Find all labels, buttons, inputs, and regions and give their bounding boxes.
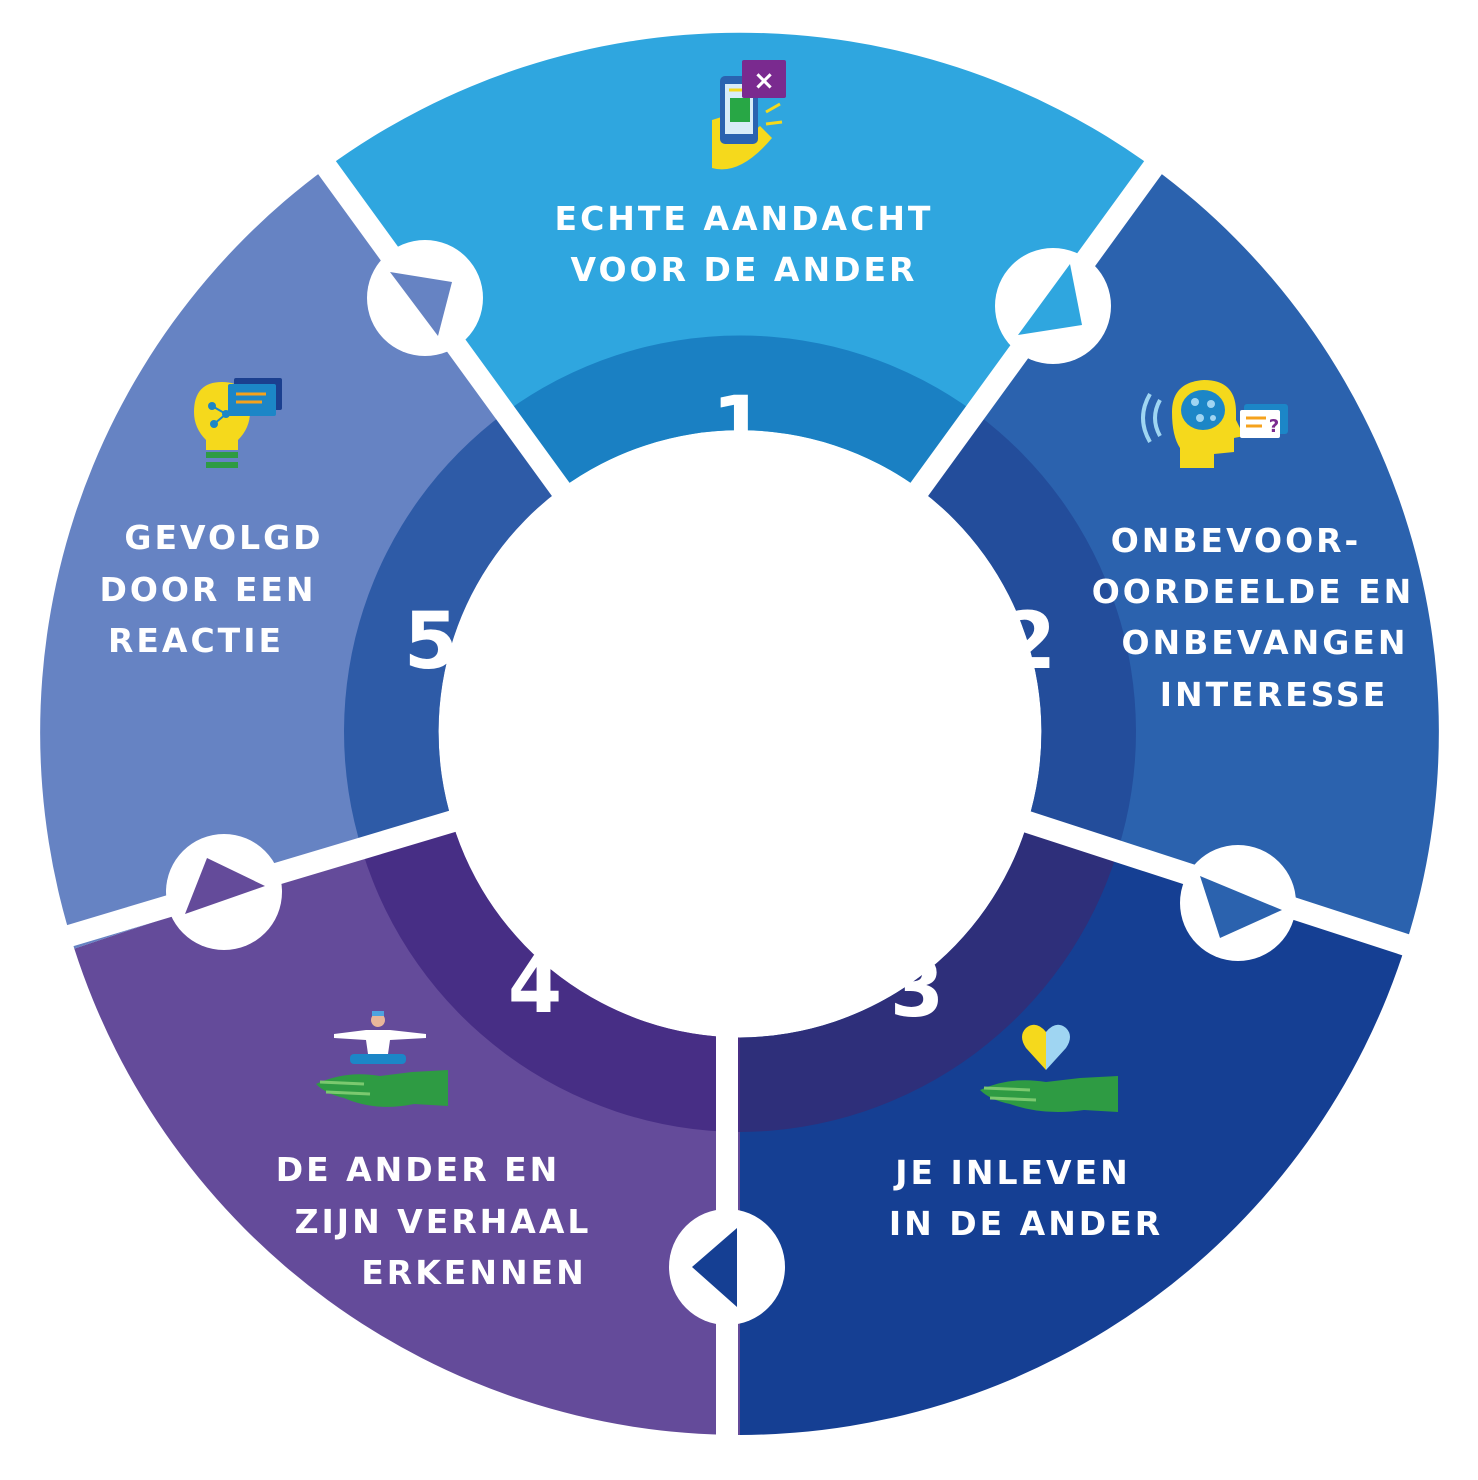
step-number-3: 3	[890, 945, 944, 1035]
wheel	[40, 32, 1439, 1435]
segment-1-label-line-1: ECHTE AANDACHT	[555, 199, 934, 238]
arrow-4-to-5-icon	[166, 834, 282, 950]
brain-head-icon: ?	[1141, 380, 1288, 468]
step-number-2: 2	[1002, 597, 1056, 687]
segment-3-inner	[740, 822, 1118, 1132]
center-circle	[478, 473, 1002, 997]
step-number-4: 4	[508, 941, 562, 1031]
arrow-2-to-3-icon	[1180, 845, 1296, 961]
segment-4-inner	[362, 822, 740, 1132]
segment-2-label-line-1: ONBEVOOR-	[1111, 521, 1362, 560]
arrow-5-to-1-icon	[367, 240, 483, 356]
segment-5-label: GEVOLGD DOOR EEN REACTIE	[99, 518, 323, 660]
segment-2-label-line-2: OORDEELDE EN	[1092, 572, 1415, 611]
heart-in-hand-icon	[980, 1024, 1118, 1112]
segment-1-inner	[504, 335, 976, 490]
arrow-connectors	[166, 240, 1296, 1325]
segment-4-outer	[74, 822, 741, 1435]
segment-3-outer	[740, 822, 1406, 1435]
lightbulb-chat-icon	[194, 378, 282, 468]
segment-2-label-line-4: INTERESSE	[1160, 675, 1389, 714]
svg-text:×: ×	[753, 66, 775, 96]
segment-4-label: DE ANDER EN ZIJN VERHAAL ERKENNEN	[276, 1150, 592, 1292]
segment-2-label: ONBEVOOR- OORDEELDE EN ONBEVANGEN INTERE…	[1092, 521, 1415, 714]
segment-1-outer	[326, 32, 1154, 490]
phone-in-hand-icon: ×	[712, 60, 786, 170]
segment-2-inner	[919, 412, 1136, 852]
arrow-3-to-4-icon	[669, 1209, 785, 1325]
segment-2-label-line-3: ONBEVANGEN	[1121, 623, 1408, 662]
segment-4-label-line-2: ZIJN VERHAAL	[295, 1202, 592, 1241]
segment-5-label-line-1: GEVOLGD	[124, 518, 323, 557]
meditating-person-hand-icon	[316, 1011, 448, 1107]
step-number-5: 5	[404, 597, 458, 687]
svg-text:?: ?	[1269, 416, 1279, 437]
segment-3-label-line-2: IN DE ANDER	[889, 1204, 1163, 1243]
segment-4-label-line-1: DE ANDER EN	[276, 1150, 561, 1189]
segment-5-inner	[344, 412, 561, 852]
segment-5-label-line-2: DOOR EEN	[99, 570, 316, 609]
step-numbers: 1 2 3 4 5	[404, 381, 1056, 1035]
segment-3-label-line-1: JE INLEVEN	[893, 1153, 1130, 1192]
arrow-1-to-2-icon	[995, 248, 1111, 364]
segment-4-label-line-3: ERKENNEN	[361, 1253, 586, 1292]
segment-1-label: ECHTE AANDACHT VOOR DE ANDER	[555, 199, 934, 289]
segment-5-label-line-3: REACTIE	[108, 621, 284, 660]
step-number-1: 1	[712, 381, 766, 471]
segment-3-label: JE INLEVEN IN DE ANDER	[889, 1153, 1163, 1243]
segment-1-label-line-2: VOOR DE ANDER	[571, 250, 918, 289]
